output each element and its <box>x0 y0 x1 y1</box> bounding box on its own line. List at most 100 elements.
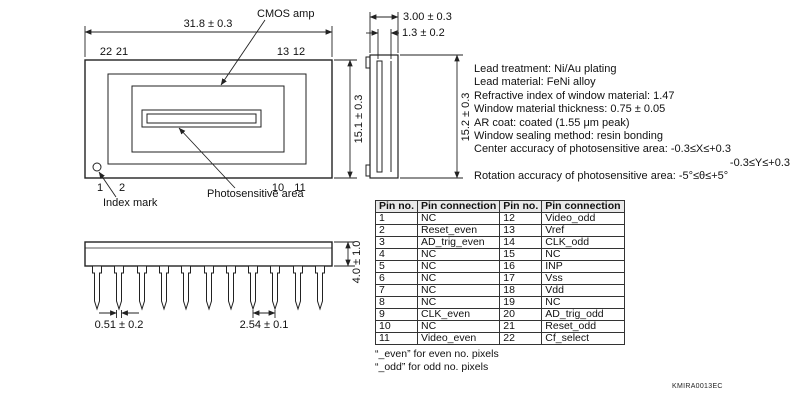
pin-no-cell: 20 <box>499 308 543 321</box>
package-front-view: 4.0 ± 1.0 0.51 ± 0.2 2.54 ± 0.1 <box>84 241 363 331</box>
specifications: Lead treatment: Ni/Au plating Lead mater… <box>474 63 804 184</box>
pin-no-cell: 11 <box>375 332 418 345</box>
pin-connection-cell: NC <box>416 296 501 309</box>
photosensitive-strip-inner <box>146 113 257 124</box>
pin-number-1: 1 <box>97 182 103 194</box>
spec-window-sealing: Window sealing method: resin bonding <box>474 130 663 143</box>
pin-table-header-row: Pin no. Pin connection Pin no. Pin conne… <box>375 200 625 213</box>
pin-number-21: 21 <box>116 46 128 58</box>
lead-pin <box>159 265 169 311</box>
side-tab-top <box>365 56 371 69</box>
spec-lead-material: Lead material: FeNi alloy <box>474 76 596 89</box>
pin-no-header: Pin no. <box>499 200 543 213</box>
lead-pin <box>137 265 147 311</box>
width-dimension <box>84 26 333 57</box>
side-height-dimension <box>400 54 463 179</box>
pin-no-cell: 17 <box>499 272 543 285</box>
pin-no-cell: 8 <box>375 296 418 309</box>
pin-number-10: 10 <box>272 182 284 194</box>
lead-pin <box>315 265 325 311</box>
pin-no-cell: 7 <box>375 284 418 297</box>
spec-rotation-accuracy: Rotation accuracy of photosensitive area… <box>474 170 729 183</box>
pin-no-cell: 12 <box>499 212 543 225</box>
side-height-dimension-label: 15.2 ± 0.3 <box>460 93 472 142</box>
lead-pin <box>181 265 191 311</box>
pin-connection-cell: Vss <box>541 272 625 285</box>
pin-no-cell: 2 <box>375 224 418 237</box>
lead-length-dimension-label: 4.0 ± 1.0 <box>351 241 363 284</box>
photosensitive-strip-outer <box>141 109 262 128</box>
lead-width-dimension-label: 0.51 ± 0.2 <box>95 319 144 331</box>
height-dimension-label: 15.1 ± 0.3 <box>353 95 365 144</box>
window-frame-outer <box>107 73 307 165</box>
window-glass <box>376 60 383 173</box>
width-dimension-label: 31.8 ± 0.3 <box>184 18 233 30</box>
pin-connection-cell: CLK_odd <box>541 236 625 249</box>
pin-connection-cell: Cf_select <box>541 332 625 345</box>
spec-lead-treatment: Lead treatment: Ni/Au plating <box>474 63 617 75</box>
package-side-view: 3.00 ± 0.3 1.3 ± 0.2 15.2 ± 0.3 <box>365 11 472 179</box>
pin-no-cell: 1 <box>375 212 418 225</box>
spec-refractive-index: Refractive index of window material: 1.4… <box>474 89 675 102</box>
pin-no-cell: 5 <box>375 260 418 273</box>
pin-connection-cell: NC <box>416 272 501 285</box>
pin-no-cell: 22 <box>499 332 543 345</box>
index-mark-leader <box>98 171 117 198</box>
table-footnotes: “_even” for even no. pixels “_odd” for o… <box>375 348 499 374</box>
pin-connection-header: Pin connection <box>416 200 501 213</box>
pin-connection-cell: NC <box>416 212 501 225</box>
pin-no-cell: 10 <box>375 320 418 333</box>
pin-connection-cell: NC <box>416 248 501 261</box>
pin-number-12: 12 <box>293 46 305 58</box>
pin-connection-cell: Video_even <box>416 332 501 345</box>
index-mark-circle <box>92 162 102 172</box>
pin-number-2: 2 <box>119 182 125 194</box>
pin-connection-cell: AD_trig_odd <box>541 308 625 321</box>
index-mark-label: Index mark <box>103 197 158 209</box>
pin-connection-cell: NC <box>541 248 625 261</box>
pin-number-13: 13 <box>277 46 289 58</box>
pin-connection-cell: Reset_odd <box>541 320 625 333</box>
package-top-view: 31.8 ± 0.3 15.1 ± 0.3 22 21 13 12 1 2 10… <box>84 8 365 209</box>
pin-connection-cell: Reset_even <box>416 224 501 237</box>
package-outline <box>84 59 333 179</box>
depth-dimension-label: 3.00 ± 0.3 <box>403 11 452 23</box>
pin-connection-cell: NC <box>416 284 501 297</box>
footnote-odd: “_odd” for odd no. pixels <box>375 361 489 373</box>
pin-no-cell: 13 <box>499 224 543 237</box>
pin-connection-cell: Video_odd <box>541 212 625 225</box>
pin-connection-cell: AD_trig_even <box>416 236 501 249</box>
pin-connection-cell: Vref <box>541 224 625 237</box>
pin-no-cell: 4 <box>375 248 418 261</box>
pin-connection-cell: NC <box>416 260 501 273</box>
lead-pins <box>92 265 325 311</box>
pin-connection-header: Pin connection <box>541 200 625 213</box>
pin-no-cell: 18 <box>499 284 543 297</box>
depth-dimension <box>369 12 399 53</box>
pin-table: Pin no. Pin connection Pin no. Pin conne… <box>375 200 625 345</box>
spec-center-accuracy-y: -0.3≤Y≤+0.3 <box>729 156 790 169</box>
spec-center-accuracy-x: Center accuracy of photosensitive area: … <box>474 143 731 156</box>
lead-pin <box>204 265 214 311</box>
pin-no-header: Pin no. <box>375 200 418 213</box>
lead-length-dimension <box>334 241 355 267</box>
pin-connection-cell: CLK_even <box>416 308 501 321</box>
pin-no-cell: 16 <box>499 260 543 273</box>
lead-pin <box>248 265 258 311</box>
pin-no-cell: 9 <box>375 308 418 321</box>
pin-no-cell: 21 <box>499 320 543 333</box>
spec-ar-coat: AR coat: coated (1.55 μm peak) <box>474 116 630 129</box>
pin-no-cell: 6 <box>375 272 418 285</box>
window-frame-inner <box>131 85 285 153</box>
pin-connection-cell: Vdd <box>541 284 625 297</box>
